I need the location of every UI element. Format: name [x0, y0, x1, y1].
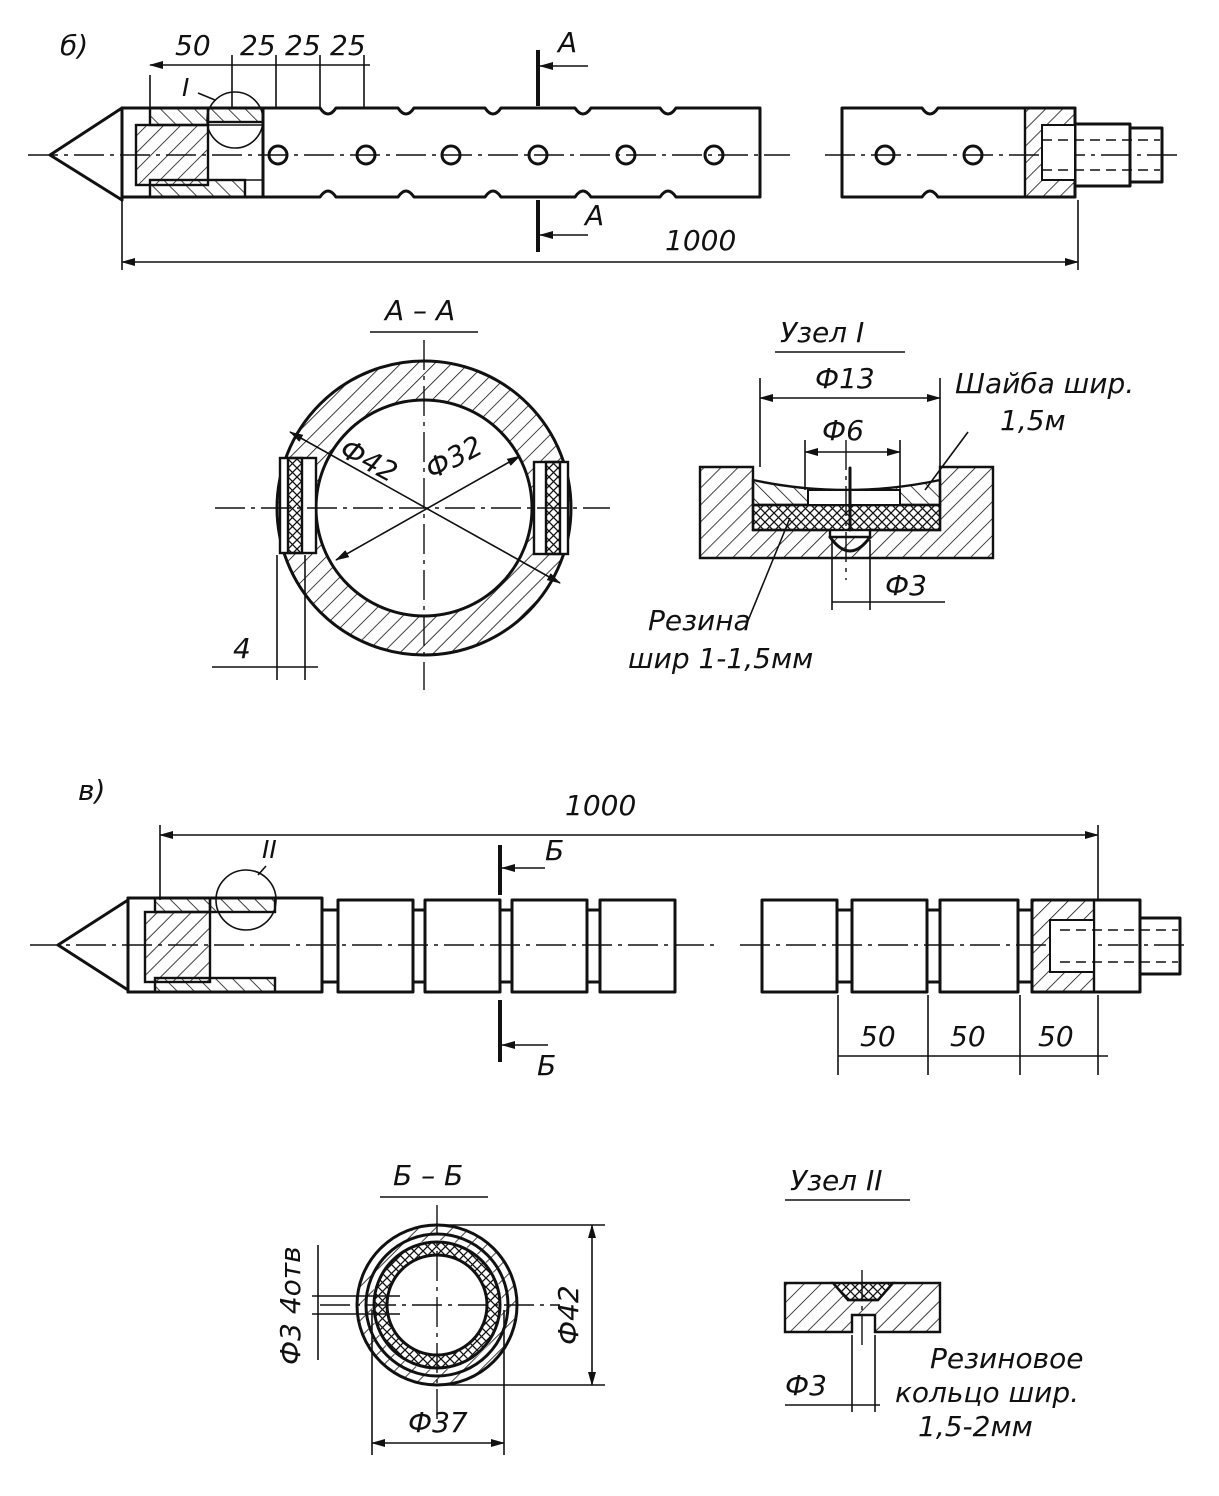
plug-v: [143, 910, 212, 984]
node-1-dia-13: Ф13: [815, 362, 875, 395]
node-2-title: Узел II: [790, 1164, 883, 1197]
hole: [874, 144, 896, 166]
dim-aa-width: 4: [233, 632, 251, 665]
section-bb-title: Б – Б: [393, 1159, 463, 1192]
holes-b: [267, 144, 984, 166]
view-v-label: в): [78, 774, 105, 807]
dim-b-top-1: 50: [175, 29, 211, 62]
node-2-ring-label-1: Резиновое: [930, 1342, 1084, 1375]
detail-ii-marker: II: [262, 835, 277, 864]
dim-b-length: 1000: [665, 224, 736, 257]
hole: [615, 144, 637, 166]
ring-v: [336, 898, 415, 994]
ring-v: [510, 898, 589, 994]
node-2-ring-label-2: кольцо шир.: [895, 1376, 1079, 1409]
node-1: Узел I Ф13 Ф6 Ф3 Шайба шир. 1,5м Резина …: [628, 316, 1134, 675]
end-stud-b: [1128, 126, 1164, 184]
view-b-label: б): [60, 29, 88, 62]
section-aa-title: A – A: [383, 294, 455, 327]
dim-b-top-2: 25: [240, 29, 276, 62]
section-a-label-bottom: A: [583, 199, 604, 232]
hole: [527, 144, 549, 166]
plug-b: [134, 123, 210, 187]
node-1-title: Узел I: [780, 316, 864, 349]
end-nut-b: [1073, 122, 1132, 188]
cone-tip-v: [56, 898, 130, 992]
tube-body-b-left: [120, 106, 762, 199]
ring-v: [423, 898, 502, 994]
section-a-label-top: A: [556, 26, 577, 59]
cone-tip-b: [48, 106, 124, 202]
node-1-washer-label-2: 1,5м: [1000, 404, 1066, 437]
detail-ii-circle[interactable]: [215, 869, 277, 931]
node-1-washer-label-1: Шайба шир.: [955, 367, 1134, 400]
dim-bb-outer: Ф42: [552, 1285, 585, 1345]
wall-top-b: [206, 106, 265, 124]
hole: [355, 144, 377, 166]
dim-v-bottom-2: 50: [950, 1020, 986, 1053]
dim-bb-holes: Ф3 4отв: [274, 1246, 307, 1365]
section-b-label-bottom: Б: [537, 1049, 556, 1082]
ring-v: [938, 898, 1020, 994]
hole: [267, 144, 289, 166]
dim-aa-dia-outer: Ф42: [335, 432, 403, 489]
detail-i-circle[interactable]: [206, 91, 264, 149]
dim-v-bottom-1: 50: [860, 1020, 896, 1053]
end-stud-v: [1138, 916, 1182, 976]
dim-b-top-3: 25: [285, 29, 321, 62]
ring-v: [760, 898, 839, 994]
dim-aa-dia-inner: Ф32: [420, 429, 488, 486]
section-bb: Б – Б Ф3 4отв Ф42 Ф37: [274, 1159, 605, 1455]
node-2-dia-3: Ф3: [785, 1369, 827, 1402]
node-2-ring-label-3: 1,5-2мм: [918, 1410, 1033, 1443]
node-2-ring: [830, 1281, 896, 1302]
node-1-dia-6: Ф6: [822, 414, 864, 447]
node-1-rubber-label-2: шир 1-1,5мм: [628, 642, 813, 675]
node-1-dia-3: Ф3: [885, 569, 927, 602]
dim-v-length: 1000: [565, 789, 636, 822]
dim-v-bottom-3: 50: [1038, 1020, 1074, 1053]
node-2: Узел II Ф3 Резиновое кольцо шир. 1,5-2мм: [783, 1164, 1084, 1443]
hole: [440, 144, 462, 166]
hole: [962, 144, 984, 166]
dim-bb-inner: Ф37: [408, 1406, 468, 1439]
node-1-rubber-label-1: Резина: [648, 604, 751, 637]
ring-v: [598, 898, 677, 994]
section-b-label-top: Б: [545, 834, 564, 867]
plug-flange-bottom-b: [148, 178, 247, 199]
hole: [703, 144, 725, 166]
view-b: б) I: [28, 26, 1180, 270]
section-aa: A – A Ф42 Ф32 4: [212, 294, 610, 690]
detail-i-marker: I: [182, 73, 189, 102]
ring-v: [850, 898, 929, 994]
view-v: в) II: [30, 774, 1190, 1082]
plug-flange-top-b: [148, 106, 210, 127]
dim-b-top-4: 25: [330, 29, 366, 62]
